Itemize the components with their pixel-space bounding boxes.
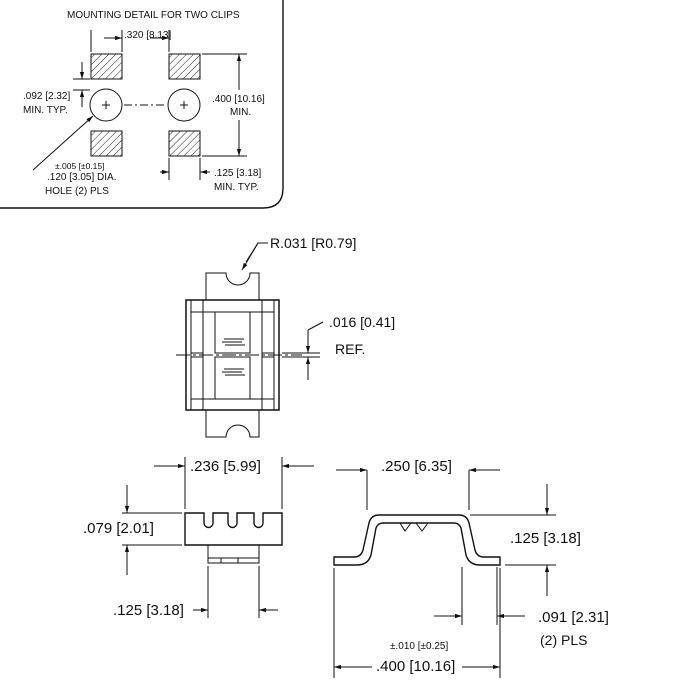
hole-right <box>168 89 200 121</box>
dim-pad-offset: .092 [2.32] <box>23 91 71 102</box>
dim-side-height: .125 [3.18] <box>510 530 581 547</box>
clip-front-view <box>122 457 314 618</box>
dim-side-top-width: .250 [6.35] <box>381 458 452 475</box>
dim-radius: R.031 [R0.79] <box>270 235 357 251</box>
pad-top-left <box>91 54 122 79</box>
dim-thickness-note: REF. <box>335 341 366 357</box>
pad-bottom-left <box>91 131 122 156</box>
mounting-detail-frame <box>0 0 283 208</box>
dim-pad-spacing: .320 [8.13] <box>124 30 172 41</box>
dim-pad-offset-note: MIN. TYP. <box>23 105 68 116</box>
dim-side-foot: .091 [2.31] <box>538 609 609 626</box>
dim-side-tolerance: ±.010 [±0.25] <box>390 641 449 652</box>
dim-hole-diameter: .120 [3.05] DIA. <box>47 172 117 183</box>
mounting-detail-view <box>33 30 247 180</box>
dim-pad-width-note: MIN. TYP. <box>214 182 259 193</box>
dim-front-width: .236 [5.99] <box>190 458 261 475</box>
pad-bottom-right <box>169 131 200 156</box>
dim-front-height: .079 [2.01] <box>83 520 154 537</box>
dim-side-foot-qty: (2) PLS <box>540 632 588 648</box>
hole-left <box>90 89 122 121</box>
dim-hole-tolerance: ±.005 [±0.15] <box>55 161 105 171</box>
pad-top-right <box>169 54 200 79</box>
dim-detail-height: .400 [10.16] <box>212 94 265 105</box>
dim-front-foot: .125 [3.18] <box>113 602 184 619</box>
clip-top-view <box>176 243 323 437</box>
mounting-detail-title: MOUNTING DETAIL FOR TWO CLIPS <box>67 10 240 21</box>
clip-side-view <box>334 467 556 678</box>
dim-thickness: .016 [0.41] <box>329 314 396 330</box>
dim-pad-width: .125 [3.18] <box>214 168 262 179</box>
dim-detail-height-note: MIN. <box>230 107 252 118</box>
dim-hole-qty: HOLE (2) PLS <box>45 186 109 197</box>
dim-side-overall: .400 [10.16] <box>376 658 456 675</box>
